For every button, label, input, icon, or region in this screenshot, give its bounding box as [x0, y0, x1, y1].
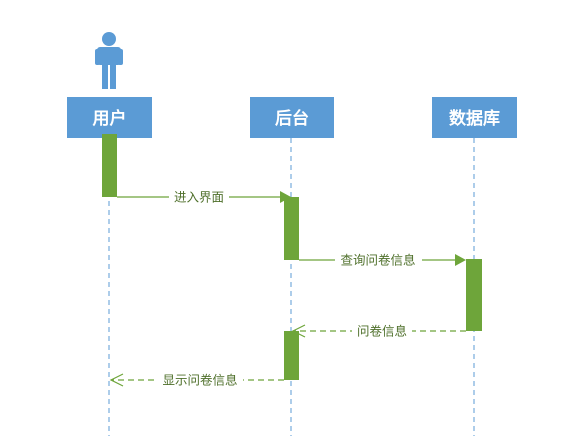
message-label-4: 显示问卷信息	[162, 373, 237, 388]
arrowhead-open-icon	[291, 324, 306, 338]
participant-label-database: 数据库	[449, 108, 500, 129]
activation-backend-2	[284, 331, 299, 380]
message-arrow-3: 问卷信息	[291, 323, 466, 339]
message-arrow-2: 查询问卷信息	[299, 252, 466, 268]
activation-database	[466, 259, 482, 331]
message-label-1: 进入界面	[174, 190, 224, 205]
participant-backend: 后台	[250, 97, 334, 138]
arrowhead-filled-icon	[280, 191, 291, 203]
activation-user	[102, 134, 117, 197]
participant-user: 用户	[67, 97, 152, 138]
person-icon	[95, 32, 123, 89]
message-label-2: 查询问卷信息	[340, 253, 415, 268]
activation-backend-1	[284, 197, 299, 260]
message-arrow-4: 显示问卷信息	[109, 372, 284, 388]
participant-label-backend: 后台	[275, 108, 309, 129]
participant-label-user: 用户	[93, 108, 127, 129]
message-arrow-1: 进入界面	[117, 189, 291, 205]
participant-database: 数据库	[432, 97, 517, 138]
message-label-3: 问卷信息	[357, 324, 407, 339]
arrowhead-filled-icon	[455, 254, 466, 266]
arrowhead-open-icon	[109, 373, 124, 387]
